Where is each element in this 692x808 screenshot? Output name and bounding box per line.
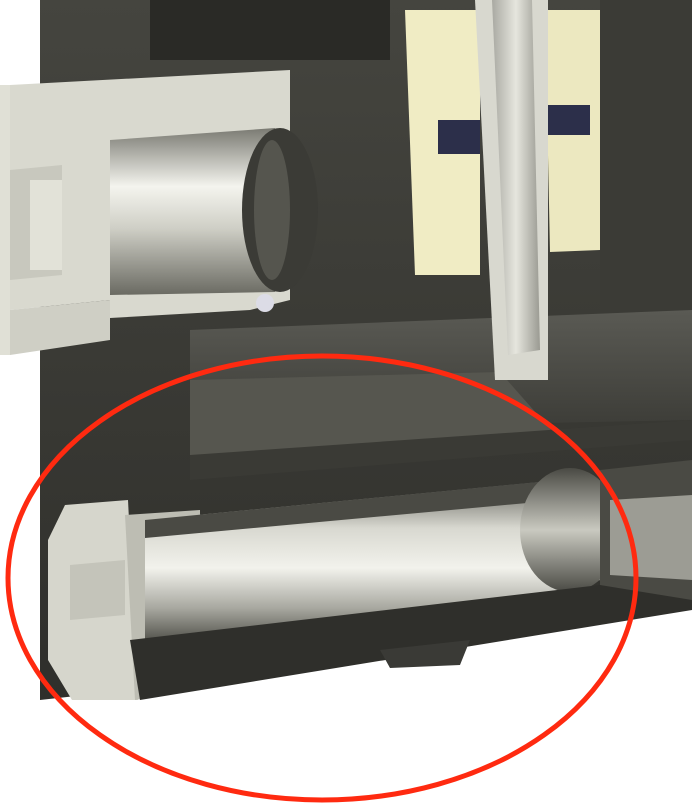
- vertical-rod: [475, 0, 548, 380]
- cream-blocks: [405, 10, 600, 275]
- highlight-ellipse: [5, 353, 639, 803]
- upper-bore: [110, 128, 318, 312]
- lower-shell: [130, 420, 692, 700]
- lower-bore: [145, 460, 692, 640]
